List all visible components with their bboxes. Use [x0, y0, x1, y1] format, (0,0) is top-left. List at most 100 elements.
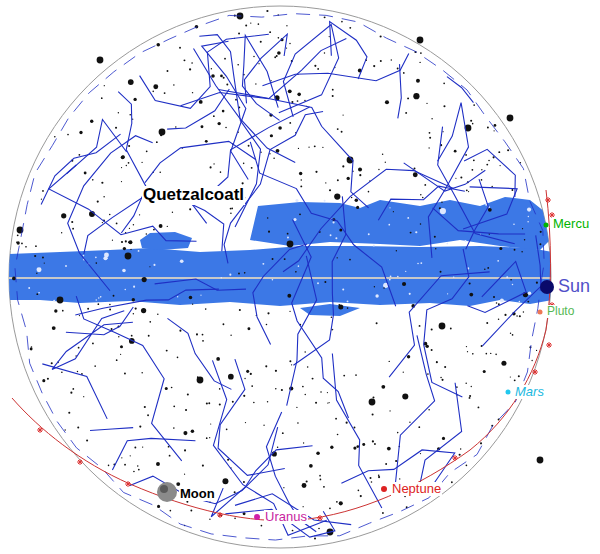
- star-dot: [144, 406, 146, 408]
- star-dot: [101, 97, 103, 99]
- star-dot: [378, 476, 380, 478]
- star-dot: [153, 264, 155, 266]
- star-dot: [391, 59, 392, 60]
- star-dot: [480, 442, 482, 444]
- star-dot: [403, 72, 405, 74]
- star-dot: [331, 317, 333, 319]
- star-dot: [395, 460, 397, 462]
- star-dot: [417, 263, 419, 265]
- star-dot: [122, 269, 126, 273]
- star-dot: [385, 463, 387, 465]
- star-dot: [419, 325, 421, 327]
- star-dot: [183, 59, 185, 61]
- star-dot: [42, 379, 45, 382]
- constellation-line: [155, 279, 246, 290]
- star-dot: [120, 354, 121, 355]
- star-dot: [303, 506, 304, 507]
- star-dot: [266, 10, 268, 12]
- constellation-lines: [15, 14, 544, 540]
- star-dot: [197, 377, 204, 384]
- star-dot: [244, 272, 246, 274]
- star-dot: [180, 259, 184, 263]
- constellation-line: [438, 127, 515, 244]
- star-dot: [521, 251, 522, 252]
- star-dot: [362, 443, 365, 446]
- star-dot: [35, 245, 37, 247]
- star-dot: [31, 346, 33, 348]
- pluto-dot: [538, 310, 543, 315]
- star-dot: [315, 171, 317, 173]
- star-dot: [278, 37, 280, 39]
- star-dot: [272, 258, 274, 260]
- star-dot: [440, 271, 442, 273]
- star-dot: [130, 249, 131, 250]
- ecliptic-marker-star: [546, 342, 552, 348]
- star-dot: [389, 410, 390, 411]
- star-dot: [382, 153, 383, 154]
- star-dot: [372, 414, 374, 416]
- star-dot: [540, 231, 542, 233]
- star-dot: [300, 179, 302, 181]
- star-dot: [141, 372, 142, 373]
- star-dot: [466, 346, 467, 347]
- star-dot: [455, 178, 456, 179]
- star-dot: [407, 217, 409, 219]
- star-dot: [146, 233, 148, 235]
- star-dot: [243, 163, 245, 165]
- star-dot: [269, 31, 271, 33]
- star-dot: [268, 231, 270, 233]
- mars-dot: [506, 390, 511, 395]
- star-dot: [499, 247, 502, 250]
- constellation-line: [90, 428, 133, 431]
- star-dot: [243, 395, 245, 397]
- star-dot: [128, 240, 132, 244]
- star-dot: [183, 431, 187, 435]
- star-dot: [387, 447, 391, 451]
- star-dot: [312, 378, 314, 380]
- constellation-line: [464, 149, 515, 197]
- star-dot: [380, 35, 382, 37]
- star-dot: [156, 141, 158, 143]
- star-dot: [139, 214, 140, 215]
- star-dot: [189, 68, 191, 70]
- star-dot: [61, 232, 62, 233]
- star-dot: [270, 134, 273, 137]
- star-dot: [500, 298, 504, 302]
- star-dot: [407, 355, 410, 358]
- star-dot: [339, 228, 342, 231]
- star-dot: [130, 455, 131, 456]
- ecliptic-marker: [77, 459, 83, 465]
- star-dot: [243, 481, 245, 483]
- star-dot: [16, 241, 17, 242]
- star-dot: [324, 16, 326, 18]
- star-dot: [354, 427, 356, 429]
- star-dot: [487, 267, 489, 269]
- star-dot: [142, 277, 147, 282]
- star-dot: [536, 282, 538, 284]
- star-dot: [484, 268, 486, 270]
- star-dot: [111, 328, 113, 330]
- star-dot: [512, 284, 514, 286]
- star-dot: [347, 300, 349, 302]
- star-dot: [234, 518, 236, 520]
- constellation-line: [250, 142, 395, 306]
- star-dot: [118, 336, 119, 337]
- star-dot: [355, 374, 357, 376]
- star-dot: [358, 490, 360, 492]
- star-dot: [70, 392, 72, 394]
- star-dot: [276, 55, 278, 57]
- star-dot: [224, 58, 226, 60]
- star-dot: [250, 22, 251, 23]
- star-dot: [112, 240, 113, 241]
- star-dot: [187, 393, 189, 395]
- star-dot: [446, 243, 448, 245]
- star-dot: [284, 258, 286, 260]
- star-dot: [471, 386, 472, 387]
- constellation-line: [235, 494, 351, 525]
- equator-line: [9, 277, 551, 279]
- star-dot: [251, 385, 253, 387]
- star-dot: [211, 74, 215, 78]
- star-dot: [262, 263, 264, 265]
- star-dot: [116, 359, 118, 361]
- star-dot: [490, 353, 491, 354]
